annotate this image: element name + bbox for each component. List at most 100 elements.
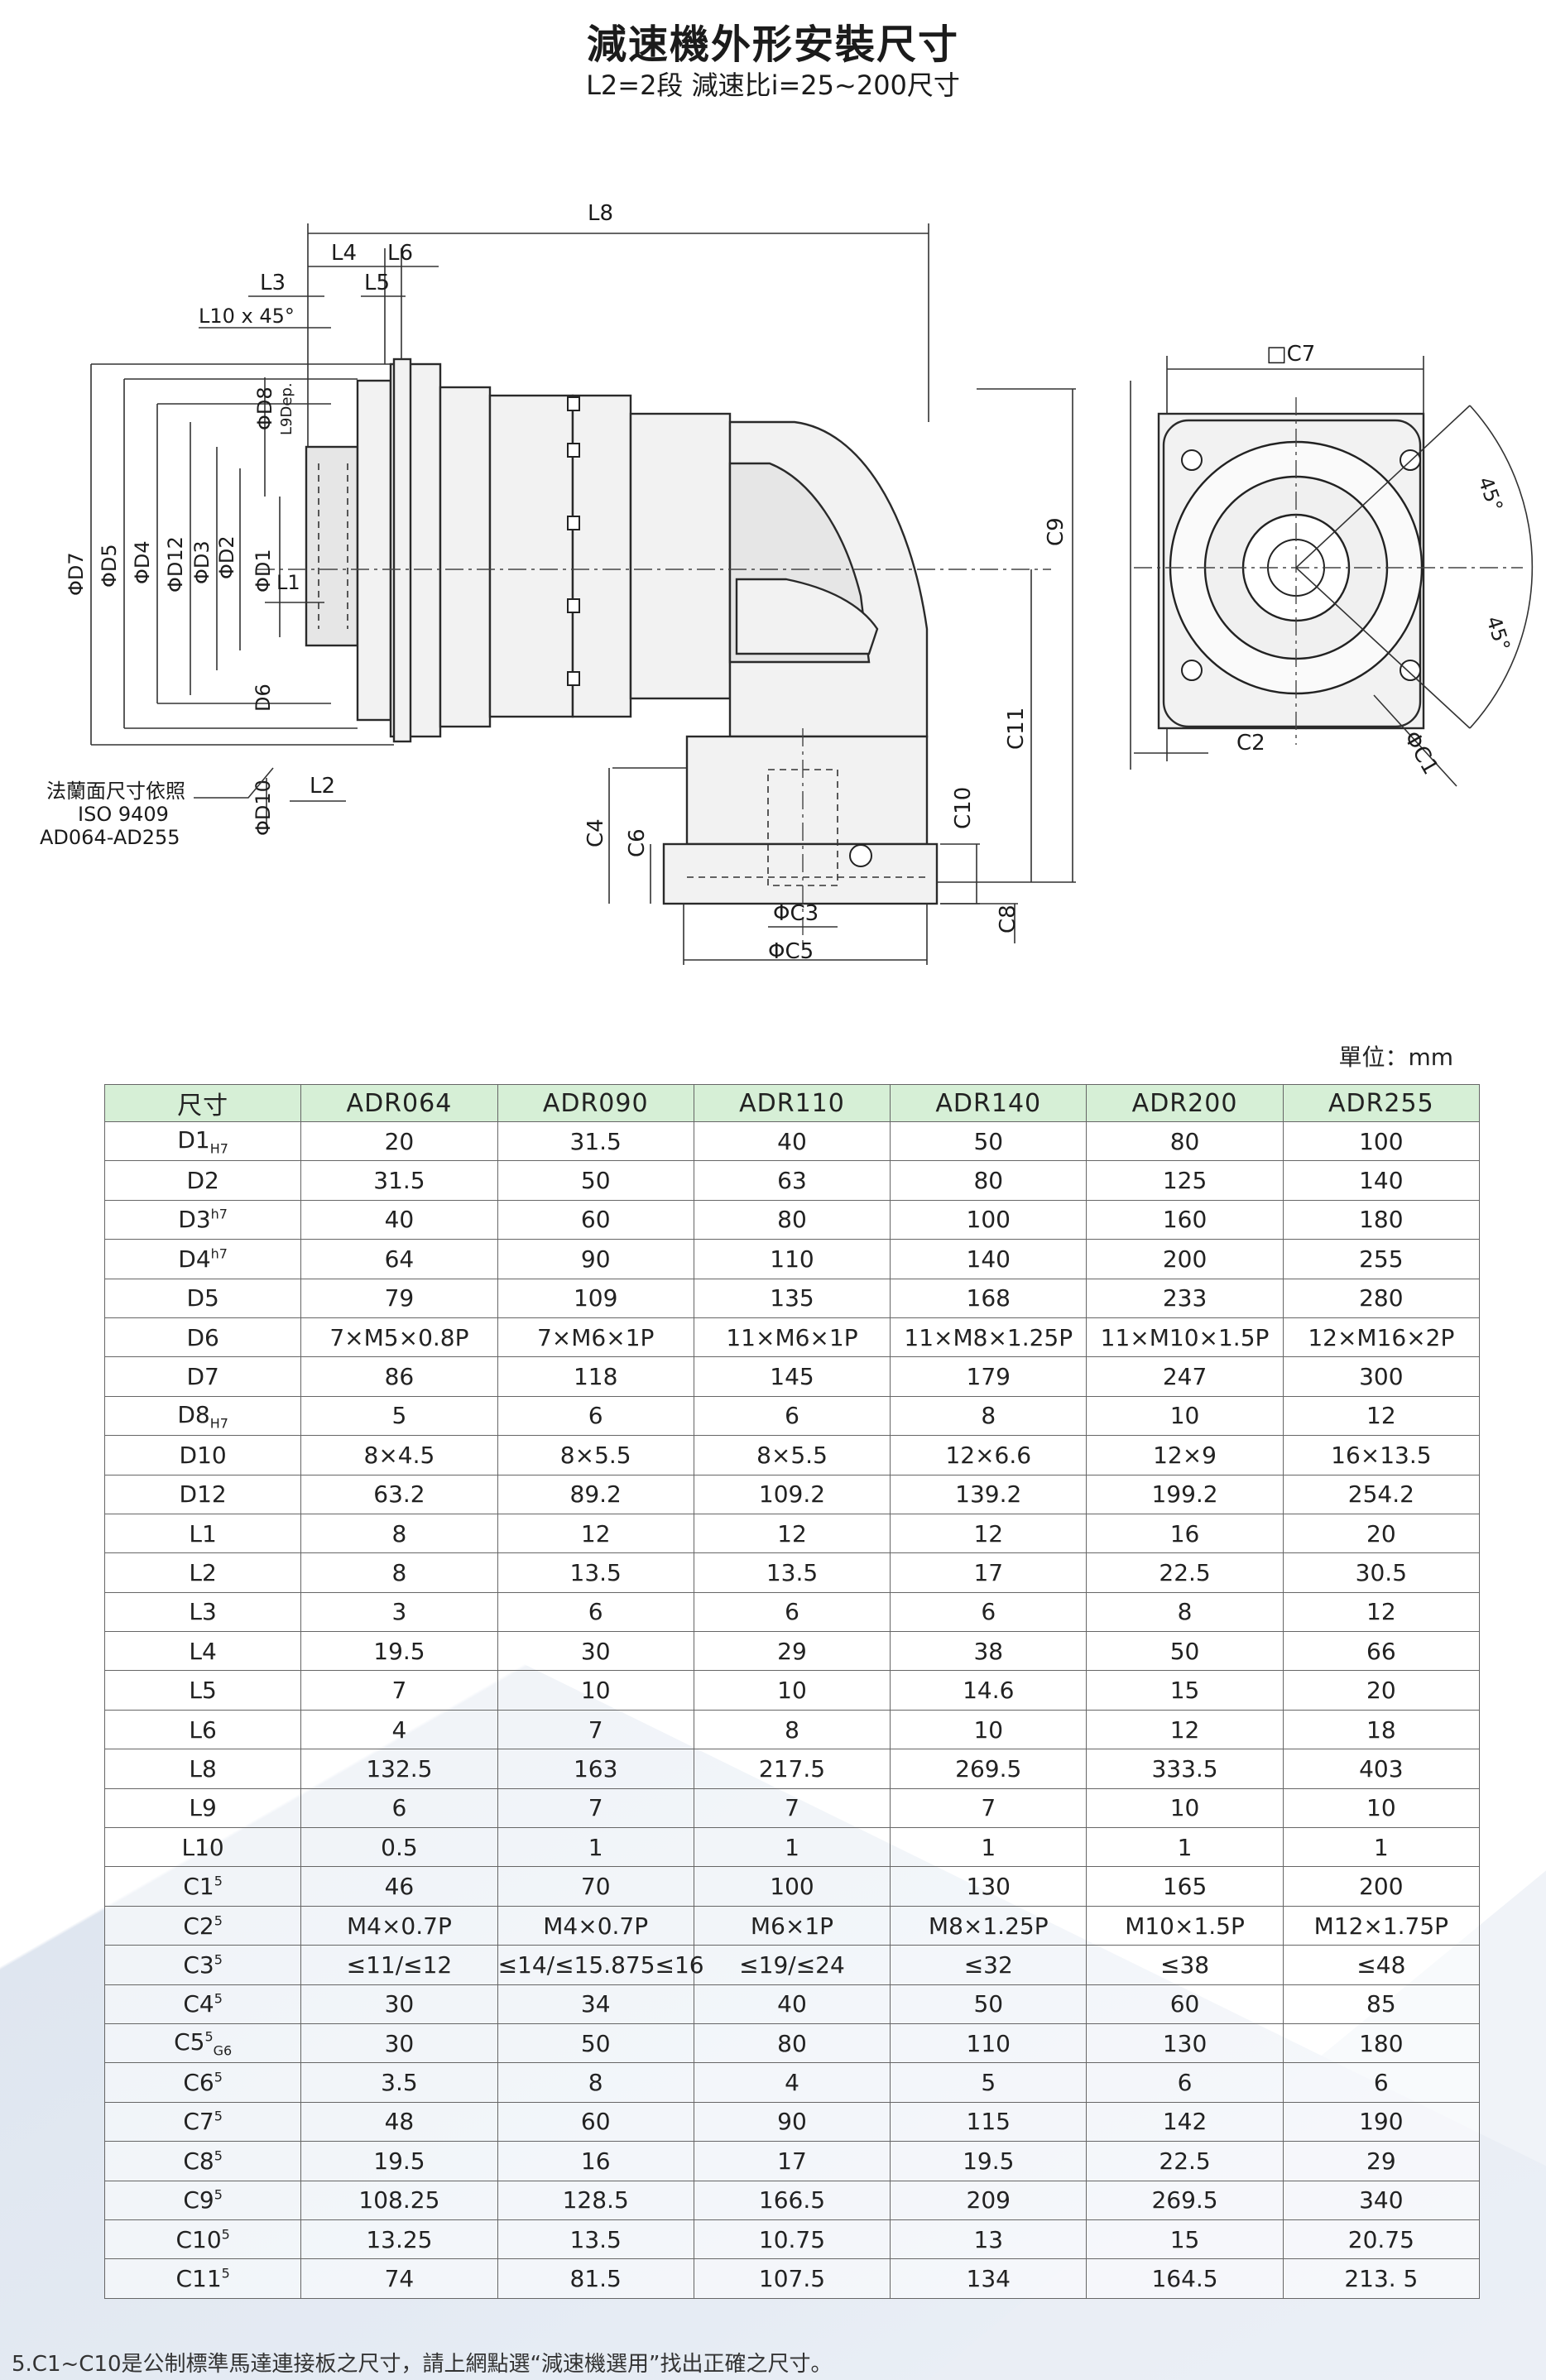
table-cell: 12 bbox=[890, 1513, 1087, 1554]
row-label: C15 bbox=[103, 1866, 302, 1907]
table-cell: 12 bbox=[1086, 1709, 1284, 1750]
table-cell: 333.5 bbox=[1086, 1749, 1284, 1789]
row-label-sup: 5 bbox=[221, 2265, 230, 2282]
motor-adapter-plate bbox=[662, 842, 939, 905]
table-cell: 0.5 bbox=[300, 1827, 498, 1868]
table-cell: 8 bbox=[497, 2062, 694, 2103]
table-cell: 247 bbox=[1086, 1356, 1284, 1397]
table-cell: 63.2 bbox=[300, 1474, 498, 1514]
table-cell: 5 bbox=[890, 2062, 1087, 2103]
row-label-name: L10 bbox=[181, 1833, 224, 1861]
table-cell: 7 bbox=[497, 1787, 694, 1829]
table-cell: 4 bbox=[300, 1709, 498, 1750]
table-cell: ≤14/≤15.875≤16 bbox=[497, 1945, 704, 1985]
table-cell: 64 bbox=[300, 1239, 498, 1279]
row-label-name: L5 bbox=[189, 1677, 217, 1705]
row-label-name: C11 bbox=[175, 2265, 222, 2293]
table-cell: M6×1P bbox=[693, 1905, 891, 1946]
table-cell: 31.5 bbox=[497, 1120, 694, 1162]
table-cell: ≤19/≤24 bbox=[693, 1945, 891, 1985]
row-label-name: D7 bbox=[186, 1363, 219, 1391]
unit-label: 單位：mm bbox=[1338, 1044, 1453, 1071]
row-label-sub: H7 bbox=[209, 1415, 228, 1432]
label-c9: C9 bbox=[1044, 517, 1068, 546]
row-label-name: D2 bbox=[186, 1167, 219, 1195]
table-cell: 12 bbox=[693, 1513, 891, 1554]
row-label-name: L2 bbox=[189, 1558, 217, 1586]
table-cell: 11×M10×1.5P bbox=[1086, 1317, 1284, 1358]
table-cell: 6 bbox=[890, 1591, 1087, 1633]
table-cell: 200 bbox=[1086, 1239, 1284, 1279]
table-cell: 340 bbox=[1282, 2180, 1481, 2220]
table-cell: 60 bbox=[497, 1199, 694, 1240]
table-cell: 10.75 bbox=[693, 2219, 891, 2260]
row-label-name: C6 bbox=[183, 2069, 214, 2097]
dim-c7 bbox=[1166, 356, 1424, 414]
row-label: L8 bbox=[103, 1749, 302, 1789]
table-cell: 132.5 bbox=[300, 1749, 498, 1789]
table-cell: 12 bbox=[1282, 1591, 1481, 1633]
row-label-name: D12 bbox=[179, 1480, 227, 1509]
row-label-sup: 5 bbox=[214, 2186, 223, 2203]
table-cell: 108.25 bbox=[300, 2180, 498, 2220]
table-cell: 13.5 bbox=[497, 2219, 694, 2260]
label-l2: L2 bbox=[310, 774, 335, 799]
table-cell: 74 bbox=[300, 2258, 498, 2299]
row-label: C45 bbox=[103, 1984, 302, 2024]
adapter-screw bbox=[849, 844, 872, 867]
output-bore-hidden bbox=[318, 463, 348, 629]
row-label: C105 bbox=[103, 2219, 302, 2260]
table-cell: 403 bbox=[1282, 1749, 1481, 1789]
table-cell: 80 bbox=[693, 2023, 891, 2064]
table-cell: 10 bbox=[497, 1670, 694, 1711]
table-cell: 1 bbox=[1086, 1827, 1284, 1868]
table-cell: 128.5 bbox=[497, 2180, 694, 2220]
table-cell: 8×5.5 bbox=[693, 1435, 891, 1476]
row-label: C115 bbox=[103, 2258, 302, 2299]
table-cell: 130 bbox=[1086, 2023, 1284, 2064]
table-cell: 130 bbox=[890, 1866, 1087, 1907]
row-label: D3h7 bbox=[103, 1199, 302, 1240]
row-label-name: C10 bbox=[175, 2225, 222, 2253]
table-cell: 6 bbox=[1086, 2062, 1284, 2103]
table-cell: 1 bbox=[693, 1827, 891, 1868]
dim-c5 bbox=[683, 904, 928, 965]
table-cell: 10 bbox=[1282, 1787, 1481, 1829]
table-cell: 16 bbox=[497, 2141, 694, 2181]
table-cell: 139.2 bbox=[890, 1474, 1087, 1514]
label-c10: C10 bbox=[951, 787, 976, 829]
table-cell: 12×9 bbox=[1086, 1435, 1284, 1476]
footnote: 5.C1~C10是公制標準馬達連接板之尺寸，請上網點選“減速機選用”找出正確之尺… bbox=[12, 2352, 833, 2377]
row-label: D1H7 bbox=[103, 1120, 302, 1162]
table-cell: 12 bbox=[1282, 1395, 1481, 1437]
header-cell: ADR140 bbox=[890, 1084, 1087, 1122]
table-cell: 8 bbox=[890, 1395, 1087, 1437]
table-cell: 8×5.5 bbox=[497, 1435, 694, 1476]
table-cell: 66 bbox=[1282, 1631, 1481, 1672]
row-label-sup: 5 bbox=[214, 1990, 223, 2007]
table-cell: 140 bbox=[890, 1239, 1087, 1279]
row-label: C35 bbox=[103, 1945, 302, 1985]
row-label-name: C7 bbox=[183, 2108, 214, 2136]
table-cell: 7×M5×0.8P bbox=[300, 1317, 498, 1358]
row-label: D10 bbox=[103, 1435, 302, 1476]
table-cell: 110 bbox=[890, 2023, 1087, 2064]
table-cell: 8×4.5 bbox=[300, 1435, 498, 1476]
table-cell: 100 bbox=[693, 1866, 891, 1907]
table-cell: 13.5 bbox=[693, 1552, 891, 1593]
label-c11: C11 bbox=[1004, 708, 1029, 750]
